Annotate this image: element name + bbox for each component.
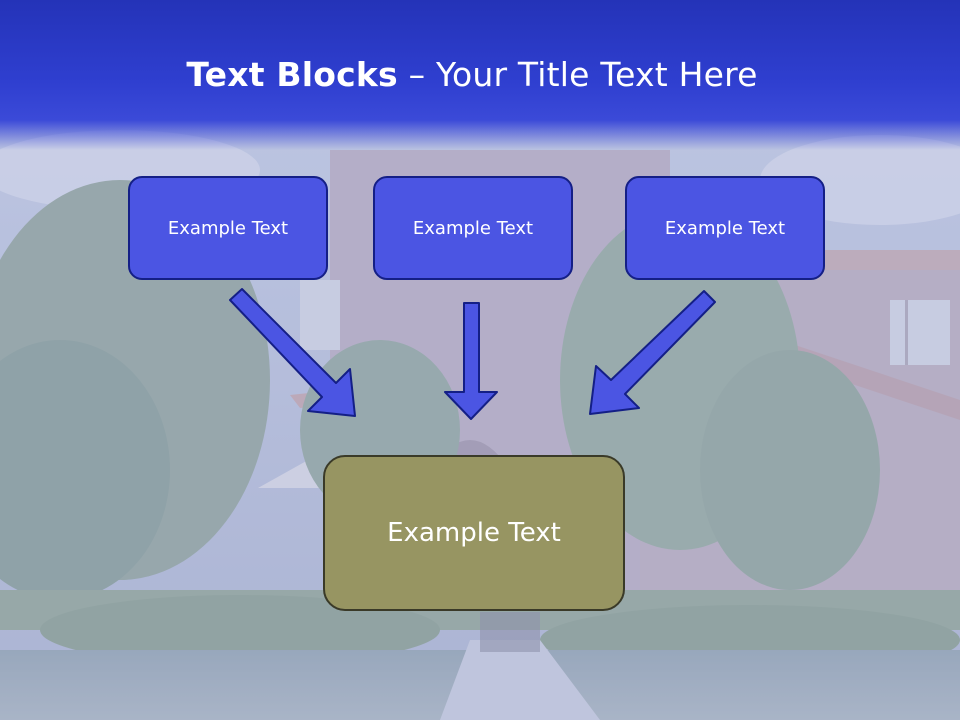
title-rest: Your Title Text Here (435, 55, 758, 94)
text-block-3-label: Example Text (664, 217, 786, 239)
text-block-3[interactable]: Example Text (625, 176, 825, 280)
title-band (0, 0, 960, 150)
center-text-block[interactable]: Example Text (323, 455, 625, 611)
center-text-block-label: Example Text (387, 518, 561, 548)
text-block-2[interactable]: Example Text (373, 176, 573, 280)
text-block-1[interactable]: Example Text (128, 176, 328, 280)
text-block-2-label: Example Text (412, 217, 534, 239)
arrow-center (444, 302, 498, 420)
title-bold-part: Text Blocks (186, 55, 398, 94)
text-block-1-label: Example Text (167, 217, 289, 239)
arrow-left (229, 288, 356, 417)
arrow-right (589, 290, 716, 415)
slide-title: Text Blocks – Your Title Text Here (0, 54, 944, 96)
title-dash: – (397, 55, 436, 94)
